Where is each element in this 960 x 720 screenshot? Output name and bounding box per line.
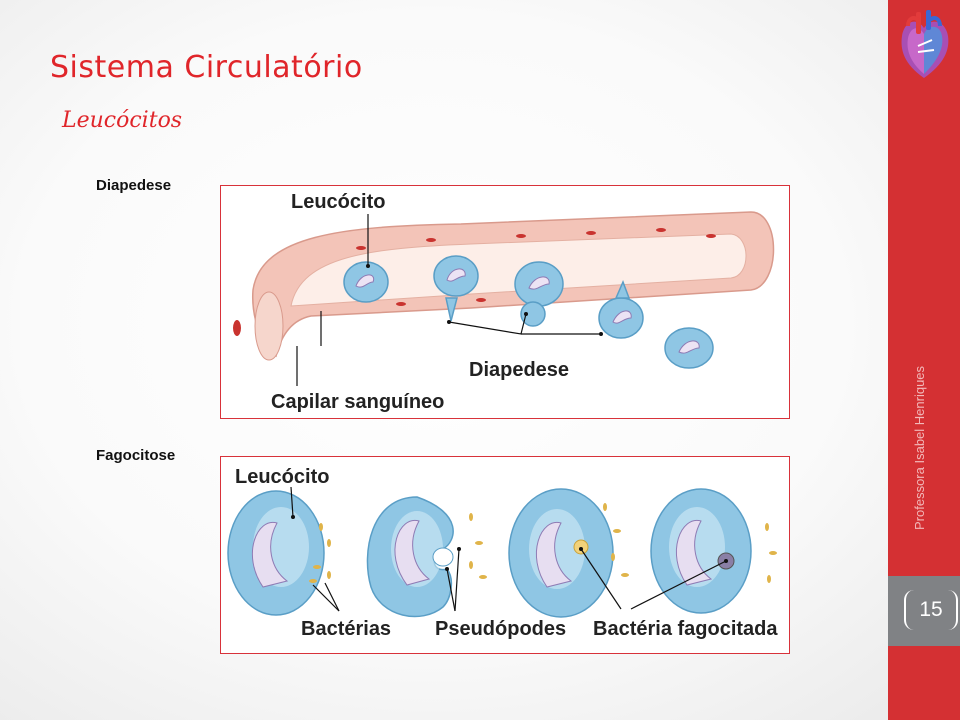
page-number: 15 bbox=[904, 590, 958, 630]
diapedese-leucocito-label: Leucócito bbox=[291, 191, 385, 213]
diapedese-figure: Leucócito Diapedese Capilar sanguíneo bbox=[220, 185, 790, 419]
slide-subtitle: Leucócitos bbox=[62, 108, 183, 133]
fagocitose-figure: Leucócito Bactérias Pseudópodes Bactéria… bbox=[220, 456, 790, 654]
slide-title: Sistema Circulatório bbox=[50, 50, 363, 85]
fagocitose-section-label: Fagocitose bbox=[96, 447, 176, 464]
diapedese-illustration: Leucócito Diapedese Capilar sanguíneo bbox=[233, 191, 775, 413]
diapedese-process-label: Diapedese bbox=[469, 359, 569, 381]
page-number-box bbox=[888, 576, 960, 646]
bacteria-fagocitada-label: Bactéria fagocitada bbox=[593, 618, 778, 640]
heart-icon bbox=[901, 10, 949, 78]
diapedese-section-label: Diapedese bbox=[96, 177, 172, 194]
capilar-label: Capilar sanguíneo bbox=[271, 391, 444, 413]
fagocitose-illustration: Leucócito Bactérias Pseudópodes Bactéria… bbox=[227, 466, 778, 640]
pseudopodes-label: Pseudópodes bbox=[435, 618, 566, 640]
author-credit: Professora Isabel Henriques bbox=[912, 365, 927, 530]
fagocitose-leucocito-label: Leucócito bbox=[235, 466, 329, 488]
bacterias-label: Bactérias bbox=[301, 618, 391, 640]
